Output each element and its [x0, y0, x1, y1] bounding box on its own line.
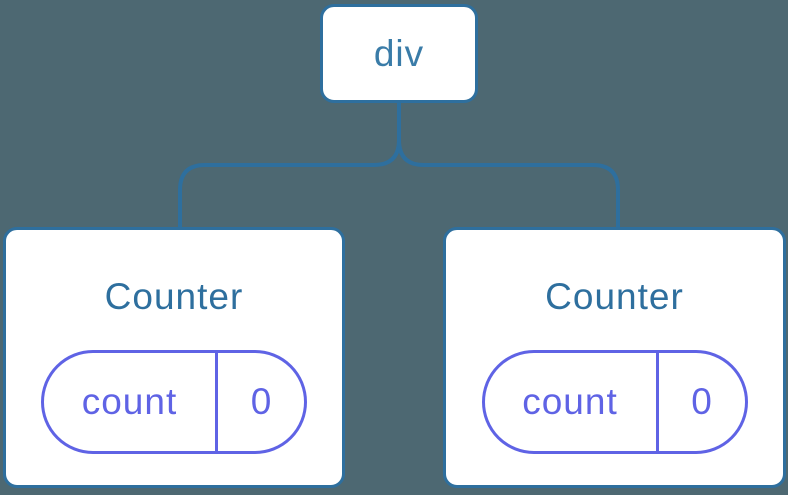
state-name: count — [522, 381, 618, 422]
counter-title: Counter — [104, 276, 244, 317]
state-badge: count 0 — [41, 350, 307, 454]
tree-node-counter-2: Counter count 0 — [443, 227, 786, 488]
connector-left-branch — [178, 101, 401, 230]
connector-right-branch — [397, 101, 620, 230]
state-badge-divider — [655, 353, 659, 451]
div-node-label: div — [373, 32, 425, 74]
state-badge-divider — [215, 353, 218, 451]
counter-title: Counter — [545, 276, 684, 317]
tree-node-div: div — [320, 4, 478, 103]
state-badge: count 0 — [481, 350, 748, 454]
tree-node-counter-1: Counter count 0 — [3, 227, 345, 488]
state-name: count — [81, 381, 178, 422]
state-value: 0 — [691, 381, 712, 422]
state-value: 0 — [250, 381, 272, 422]
